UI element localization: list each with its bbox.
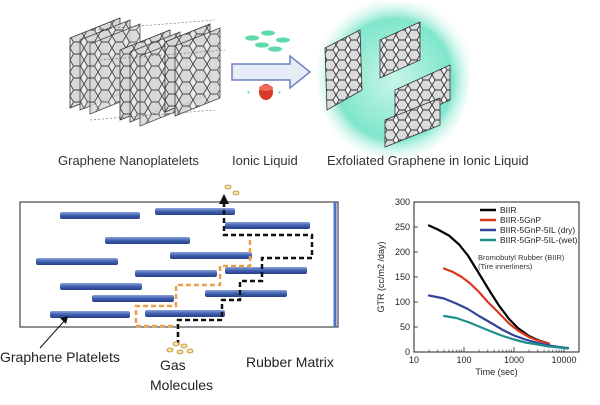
legend-label-2: BIIR-5GnP: [500, 215, 541, 225]
gas-molecules-icon: [166, 184, 240, 355]
label-exfoliated-graphene: Exfoliated Graphene in Ionic Liquid: [327, 153, 529, 168]
y-tick-label: 150: [395, 272, 410, 282]
rubber-matrix-diagram: [19, 184, 339, 355]
chart-annotation-line-1: Bromobutyl Rubber (BIIR): [478, 253, 565, 262]
x-axis-label: Time (sec): [475, 367, 517, 377]
label-gas: Gas: [160, 357, 186, 373]
y-tick-label: 0: [405, 347, 410, 357]
series-line-2: [443, 267, 550, 345]
svg-text:•: •: [247, 88, 250, 97]
x-tick-label: 10: [409, 355, 419, 365]
y-tick-label: 250: [395, 222, 410, 232]
ionic-liquid-icon: • •: [245, 30, 290, 100]
label-graphene-platelets: Graphene Platelets: [0, 349, 120, 365]
label-rubber-matrix: Rubber Matrix: [246, 354, 334, 370]
graphene-nanoplatelets-illustration: • •: [69, 1, 471, 158]
y-axis-label: GTR (cc/m2 /day): [376, 241, 386, 312]
exfoliated-graphene-illustration: [317, 1, 471, 158]
y-tick-label: 300: [395, 197, 410, 207]
y-tick-label: 200: [395, 247, 410, 257]
platelet-pointer-arrow: [39, 318, 67, 349]
legend-label-4: BIIR-5GnP-5IL-(wet): [500, 235, 578, 245]
platelet-stacks: [69, 17, 226, 127]
y-tick-label: 100: [395, 297, 410, 307]
y-tick-label: 50: [400, 322, 410, 332]
label-ionic-liquid: Ionic Liquid: [232, 153, 298, 168]
chart-annotation-line-2: (Tire innerliners): [478, 262, 533, 271]
svg-text:•: •: [278, 88, 281, 97]
series-line-4: [443, 314, 569, 350]
legend-label-1: BIIR: [500, 205, 517, 215]
graphene-platelets: [36, 208, 310, 318]
orange-diffusion-path: [134, 240, 252, 345]
black-diffusion-path: [176, 200, 314, 345]
label-molecules: Molecules: [150, 377, 214, 393]
process-arrow: [231, 54, 312, 90]
x-tick-label: 100: [456, 355, 471, 365]
label-graphene-nanoplatelets: Graphene Nanoplatelets: [58, 153, 199, 168]
x-tick-label: 10000: [551, 355, 576, 365]
legend-label-3: BIIR-5GnP-5IL (dry): [500, 225, 575, 235]
x-tick-label: 1000: [504, 355, 524, 365]
